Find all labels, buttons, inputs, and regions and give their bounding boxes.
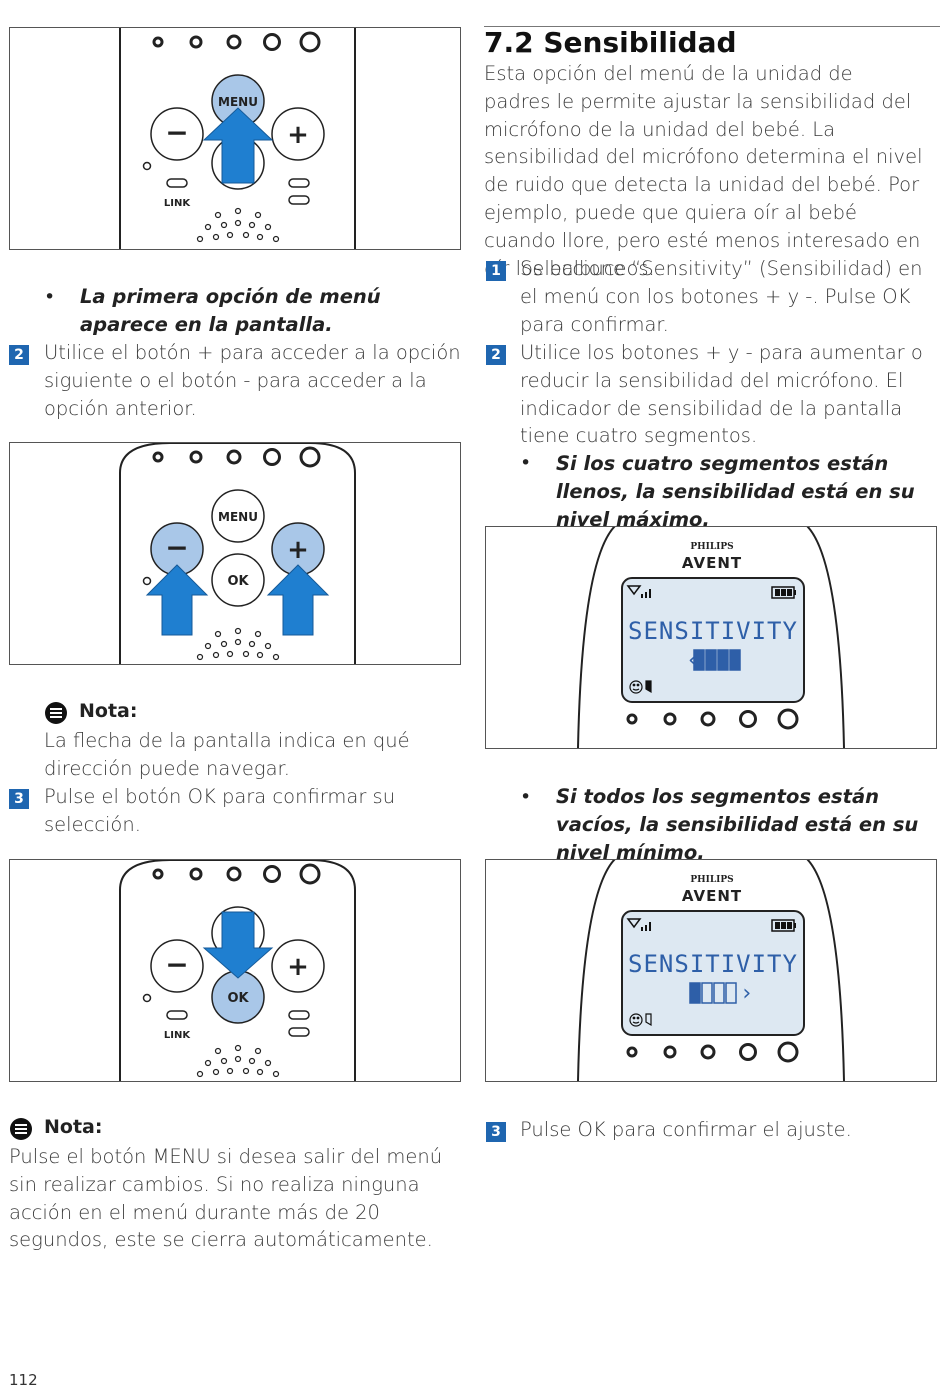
battery-icon xyxy=(771,586,796,599)
ok-label: OK xyxy=(227,991,249,1006)
screen-text: SENSITIVITY xyxy=(628,617,798,645)
bullet-max: Si los cuatro segmentos están llenos, la… xyxy=(556,452,915,531)
face-icon xyxy=(629,1013,652,1027)
step-number: 2 xyxy=(486,345,506,365)
step-text: Pulse el botón OK para confirmar su sele… xyxy=(44,785,396,836)
figure-plus-minus-buttons: MENU − + OK xyxy=(9,442,461,665)
link-label: LINK xyxy=(164,1030,191,1041)
page-number: 112 xyxy=(9,1371,38,1389)
sensitivity-segment xyxy=(689,982,701,1004)
ok-label: OK xyxy=(227,574,249,589)
note-text: La flecha de la pantalla indica en qué d… xyxy=(44,729,410,780)
menu-label: MENU xyxy=(218,95,258,109)
bullet-dot: • xyxy=(520,786,532,808)
minus-label: − xyxy=(165,531,188,564)
sensitivity-segment xyxy=(705,649,717,671)
signal-icon xyxy=(626,918,651,931)
figure-screen-min: PHILIPS AVENT SENSITIVITY › xyxy=(485,859,937,1082)
step-number: 3 xyxy=(486,1122,506,1142)
intro-paragraph: Esta opción del menú de la unidad de pad… xyxy=(484,62,923,280)
bullet-min: Si todos los segmentos están vacíos, la … xyxy=(556,785,919,864)
sensitivity-segment xyxy=(729,649,741,671)
segment-bar xyxy=(693,649,741,671)
sensitivity-segment xyxy=(717,649,729,671)
sensitivity-segment xyxy=(713,982,725,1004)
section-title: 7.2 Sensibilidad xyxy=(484,26,737,59)
bullet-first-option: La primera opción de menú aparece en la … xyxy=(80,285,381,336)
logo-text: AVENT xyxy=(682,887,742,905)
logo-text: AVENT xyxy=(682,554,742,572)
battery-icon xyxy=(771,919,796,932)
note-label: Nota: xyxy=(79,700,138,722)
face-icon xyxy=(629,680,652,694)
note-icon xyxy=(45,702,67,724)
sensitivity-segment xyxy=(725,982,737,1004)
note-icon xyxy=(10,1118,32,1140)
top-rule xyxy=(484,26,940,27)
figure-menu-button: MENU − + LINK xyxy=(9,27,461,250)
note-label: Nota: xyxy=(44,1116,103,1138)
minus-label: − xyxy=(165,948,188,981)
bullet-dot: • xyxy=(44,286,56,308)
link-label: LINK xyxy=(164,198,191,209)
step-text: Utilice el botón + para acceder a la opc… xyxy=(44,341,461,420)
sensitivity-segment xyxy=(693,649,705,671)
right-arrow-glyph: › xyxy=(740,981,753,1006)
sensitivity-segment xyxy=(701,982,713,1004)
screen-text: SENSITIVITY xyxy=(628,950,798,978)
step-number: 3 xyxy=(9,789,29,809)
plus-label: + xyxy=(287,535,309,565)
signal-icon xyxy=(626,585,651,598)
step-number: 1 xyxy=(486,261,506,281)
figure-screen-max: PHILIPS AVENT SENSITIVITY ‹ xyxy=(485,526,937,749)
plus-label: + xyxy=(287,120,309,150)
note-text: Pulse el botón MENU si desea salir del m… xyxy=(9,1145,443,1252)
step-text: Pulse OK para confirmar el ajuste. xyxy=(520,1118,852,1141)
step-text: Utilice los botones + y - para aumentar … xyxy=(520,341,923,448)
brand-text: PHILIPS xyxy=(690,875,733,885)
figure-ok-button: − + OK LINK xyxy=(9,859,461,1082)
minus-label: − xyxy=(165,116,188,149)
step-text: Seleccione “Sensitivity” (Sensibilidad) … xyxy=(520,257,923,336)
segment-bar xyxy=(689,982,737,1004)
brand-text: PHILIPS xyxy=(690,542,733,552)
step-number: 2 xyxy=(9,345,29,365)
plus-label: + xyxy=(287,952,309,982)
bullet-dot: • xyxy=(520,452,532,474)
menu-label: MENU xyxy=(218,510,258,524)
